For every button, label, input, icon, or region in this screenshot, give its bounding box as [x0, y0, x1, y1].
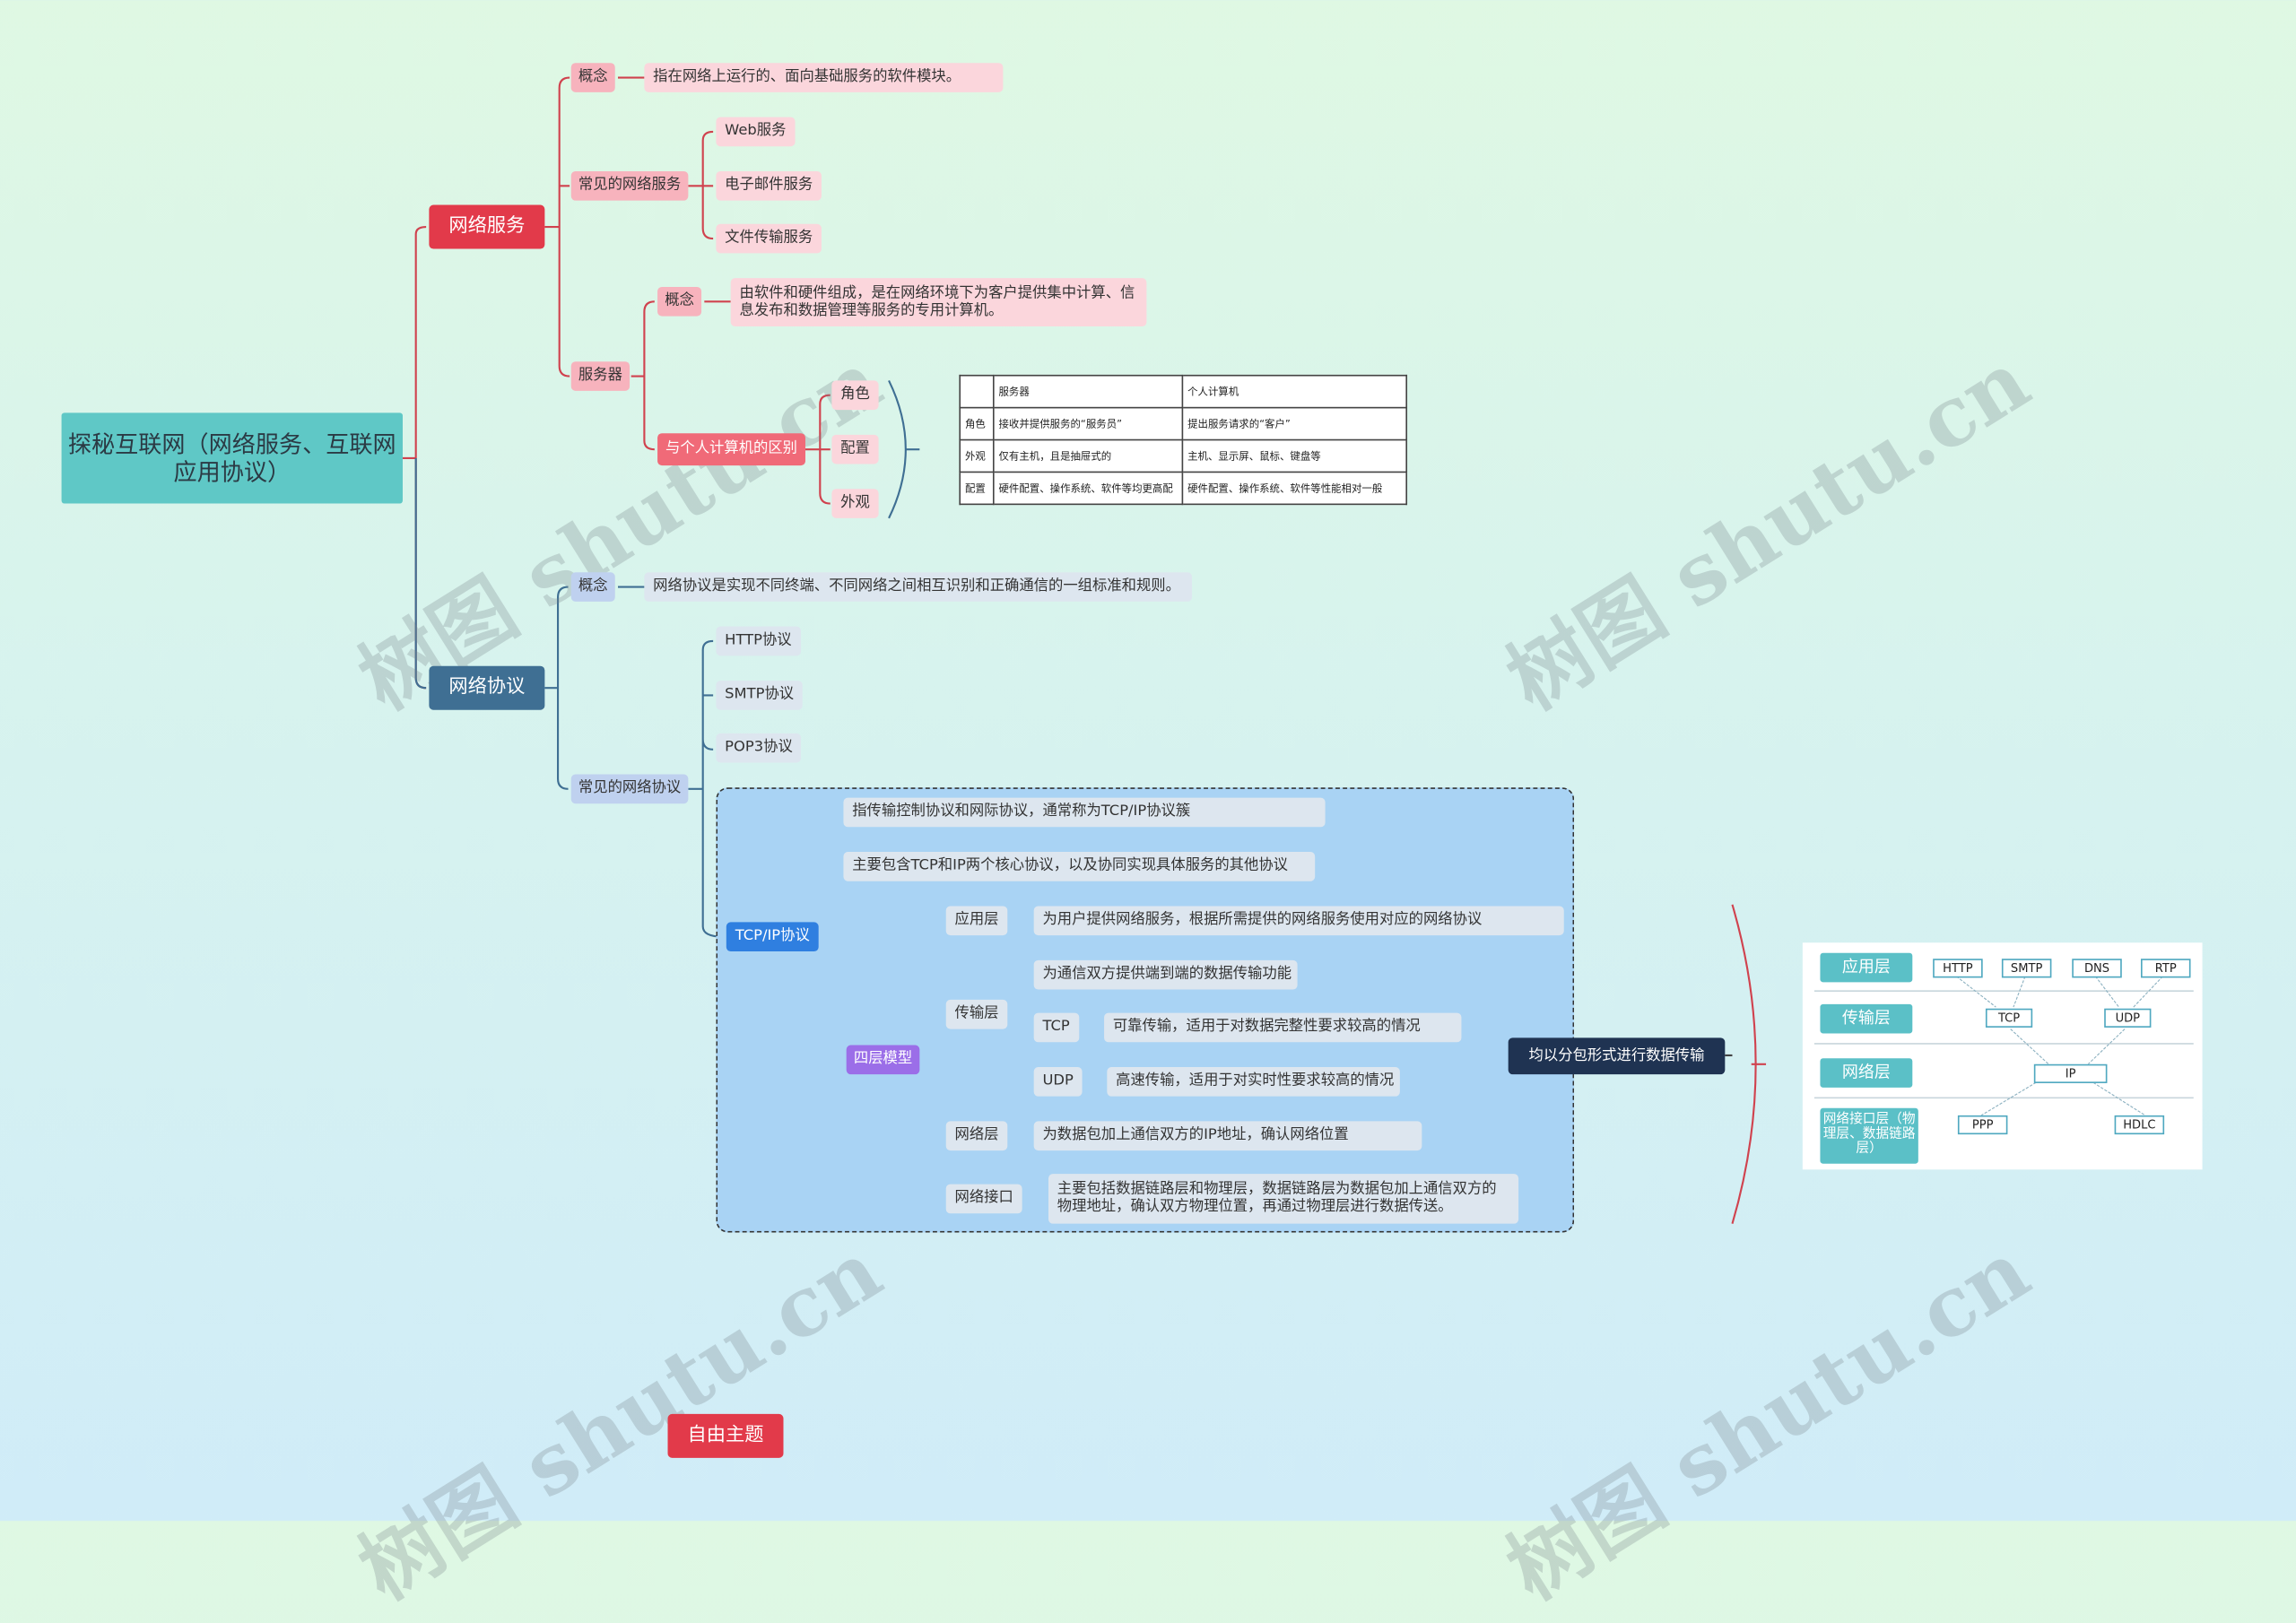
topic-network-service[interactable]: 网络服务 — [429, 204, 545, 249]
proto-smtp: SMTP — [2001, 959, 2052, 978]
ns-server[interactable]: 服务器 — [570, 361, 631, 391]
udp-text[interactable]: 高速传输，适用于对实时性要求较高的情况 — [1107, 1067, 1400, 1097]
topic-network-protocol[interactable]: 网络协议 — [429, 665, 545, 710]
table-cell: 个人计算机 — [1181, 374, 1408, 409]
table-row: 配置 硬件配置、操作系统、软件等均更高配 硬件配置、操作系统、软件等性能相对一般 — [959, 471, 1408, 506]
proto-http: HTTP — [1933, 959, 1983, 978]
proto-hdlc: HDLC — [2114, 1115, 2165, 1135]
layer-transport-text[interactable]: 为通信双方提供端到端的数据传输功能 — [1033, 959, 1298, 990]
layer-interface[interactable]: 网络接口 — [945, 1184, 1022, 1214]
table-row: 服务器 个人计算机 — [959, 374, 1408, 409]
layer-application-text[interactable]: 为用户提供网络服务，根据所需提供的网络服务使用对应的网络协议 — [1033, 906, 1564, 936]
table-cell: 仅有主机，且是抽屉式的 — [992, 438, 1184, 473]
tcp-text[interactable]: 可靠传输，适用于对数据完整性要求较高的情况 — [1104, 1012, 1462, 1043]
proto-udp: UDP — [2104, 1008, 2152, 1028]
tcpip-desc-2[interactable]: 主要包含TCP和IP两个核心协议，以及协同实现具体服务的其他协议 — [843, 852, 1316, 881]
diff-appearance[interactable]: 外观 — [831, 489, 879, 518]
np-common-protocols[interactable]: 常见的网络协议 — [570, 774, 689, 804]
diagram-layer-application: 应用层 — [1820, 952, 1913, 983]
tcpip-topic[interactable]: TCP/IP协议 — [726, 922, 819, 952]
ns-email-service[interactable]: 电子邮件服务 — [716, 170, 822, 201]
diagram-layer-transport: 传输层 — [1820, 1003, 1913, 1034]
layer-diagram-lines — [1813, 976, 2194, 1116]
ns-concept-tag[interactable]: 概念 — [570, 63, 615, 92]
packet-transfer-summary[interactable]: 均以分包形式进行数据传输 — [1508, 1037, 1726, 1075]
ns-web-service[interactable]: Web服务 — [716, 117, 796, 147]
proto-tcp: TCP — [1985, 1008, 2033, 1028]
table-cell: 服务器 — [992, 374, 1184, 409]
table-cell: 接收并提供服务的“服务员” — [992, 406, 1184, 441]
table-cell — [959, 374, 995, 409]
layer-network-text[interactable]: 为数据包加上通信双方的IP地址，确认网络位置 — [1033, 1121, 1422, 1151]
proto-ppp: PPP — [1957, 1115, 2008, 1135]
tcpip-desc-1[interactable]: 指传输控制协议和网际协议，通常称为TCP/IP协议簇 — [843, 797, 1326, 828]
server-vs-pc-table: 服务器 个人计算机 角色 接收并提供服务的“服务员” 提出服务请求的“客户” 外… — [959, 374, 1408, 506]
root-topic[interactable]: 探秘互联网（网络服务、互联网应用协议） — [61, 412, 403, 504]
diagram-layer-interface: 网络接口层（物理层、数据链路层） — [1820, 1107, 1918, 1164]
np-concept-tag[interactable]: 概念 — [570, 572, 615, 602]
table-cell: 提出服务请求的“客户” — [1181, 406, 1408, 441]
diagram-layer-network: 网络层 — [1820, 1058, 1913, 1088]
np-concept-text[interactable]: 网络协议是实现不同终端、不同网络之间相互识别和正确通信的一组标准和规则。 — [644, 572, 1193, 602]
table-cell: 硬件配置、操作系统、软件等性能相对一般 — [1181, 471, 1408, 506]
diff-role[interactable]: 角色 — [831, 380, 879, 411]
free-topic[interactable]: 自由主题 — [667, 1413, 784, 1458]
layer-interface-text[interactable]: 主要包括数据链路层和物理层，数据链路层为数据包加上通信双方的物理地址，确认双方物… — [1048, 1174, 1519, 1224]
udp-label[interactable]: UDP — [1033, 1067, 1083, 1097]
tcpip-layer-diagram: 应用层 传输层 网络层 网络接口层（物理层、数据链路层） HTTP SMTP D… — [1802, 942, 2203, 1170]
table-cell: 主机、显示屏、鼠标、键盘等 — [1181, 438, 1408, 473]
layer-network[interactable]: 网络层 — [945, 1121, 1008, 1151]
np-smtp[interactable]: SMTP协议 — [716, 681, 803, 710]
table-cell: 外观 — [959, 438, 995, 473]
np-pop3[interactable]: POP3协议 — [716, 733, 802, 763]
tcp-label[interactable]: TCP — [1033, 1012, 1079, 1043]
np-http[interactable]: HTTP协议 — [716, 626, 801, 656]
table-cell: 角色 — [959, 406, 995, 441]
ns-server-concept-tag[interactable]: 概念 — [657, 286, 702, 317]
four-layer-model[interactable]: 四层模型 — [846, 1045, 920, 1075]
table-row: 角色 接收并提供服务的“服务员” 提出服务请求的“客户” — [959, 406, 1408, 441]
diff-config[interactable]: 配置 — [831, 434, 879, 464]
layer-transport[interactable]: 传输层 — [945, 999, 1008, 1029]
proto-ip: IP — [2033, 1063, 2108, 1083]
table-row: 外观 仅有主机，且是抽屉式的 主机、显示屏、鼠标、键盘等 — [959, 438, 1408, 473]
proto-dns: DNS — [2072, 959, 2122, 978]
ns-server-vs-pc[interactable]: 与个人计算机的区别 — [657, 433, 805, 466]
ns-ftp-service[interactable]: 文件传输服务 — [716, 223, 822, 254]
table-cell: 硬件配置、操作系统、软件等均更高配 — [992, 471, 1184, 506]
ns-server-concept-text[interactable]: 由软件和硬件组成，是在网络环境下为客户提供集中计算、信息发布和数据管理等服务的专… — [730, 278, 1147, 327]
table-cell: 配置 — [959, 471, 995, 506]
ns-common-services[interactable]: 常见的网络服务 — [570, 170, 689, 201]
ns-concept-text[interactable]: 指在网络上运行的、面向基础服务的软件模块。 — [644, 63, 1004, 92]
layer-application[interactable]: 应用层 — [945, 906, 1008, 936]
mind-map-canvas: 树图 shutu.cn 树图 shutu.cn 树图 shutu.cn 树图 s… — [61, 63, 2203, 1619]
proto-rtp: RTP — [2141, 959, 2191, 978]
